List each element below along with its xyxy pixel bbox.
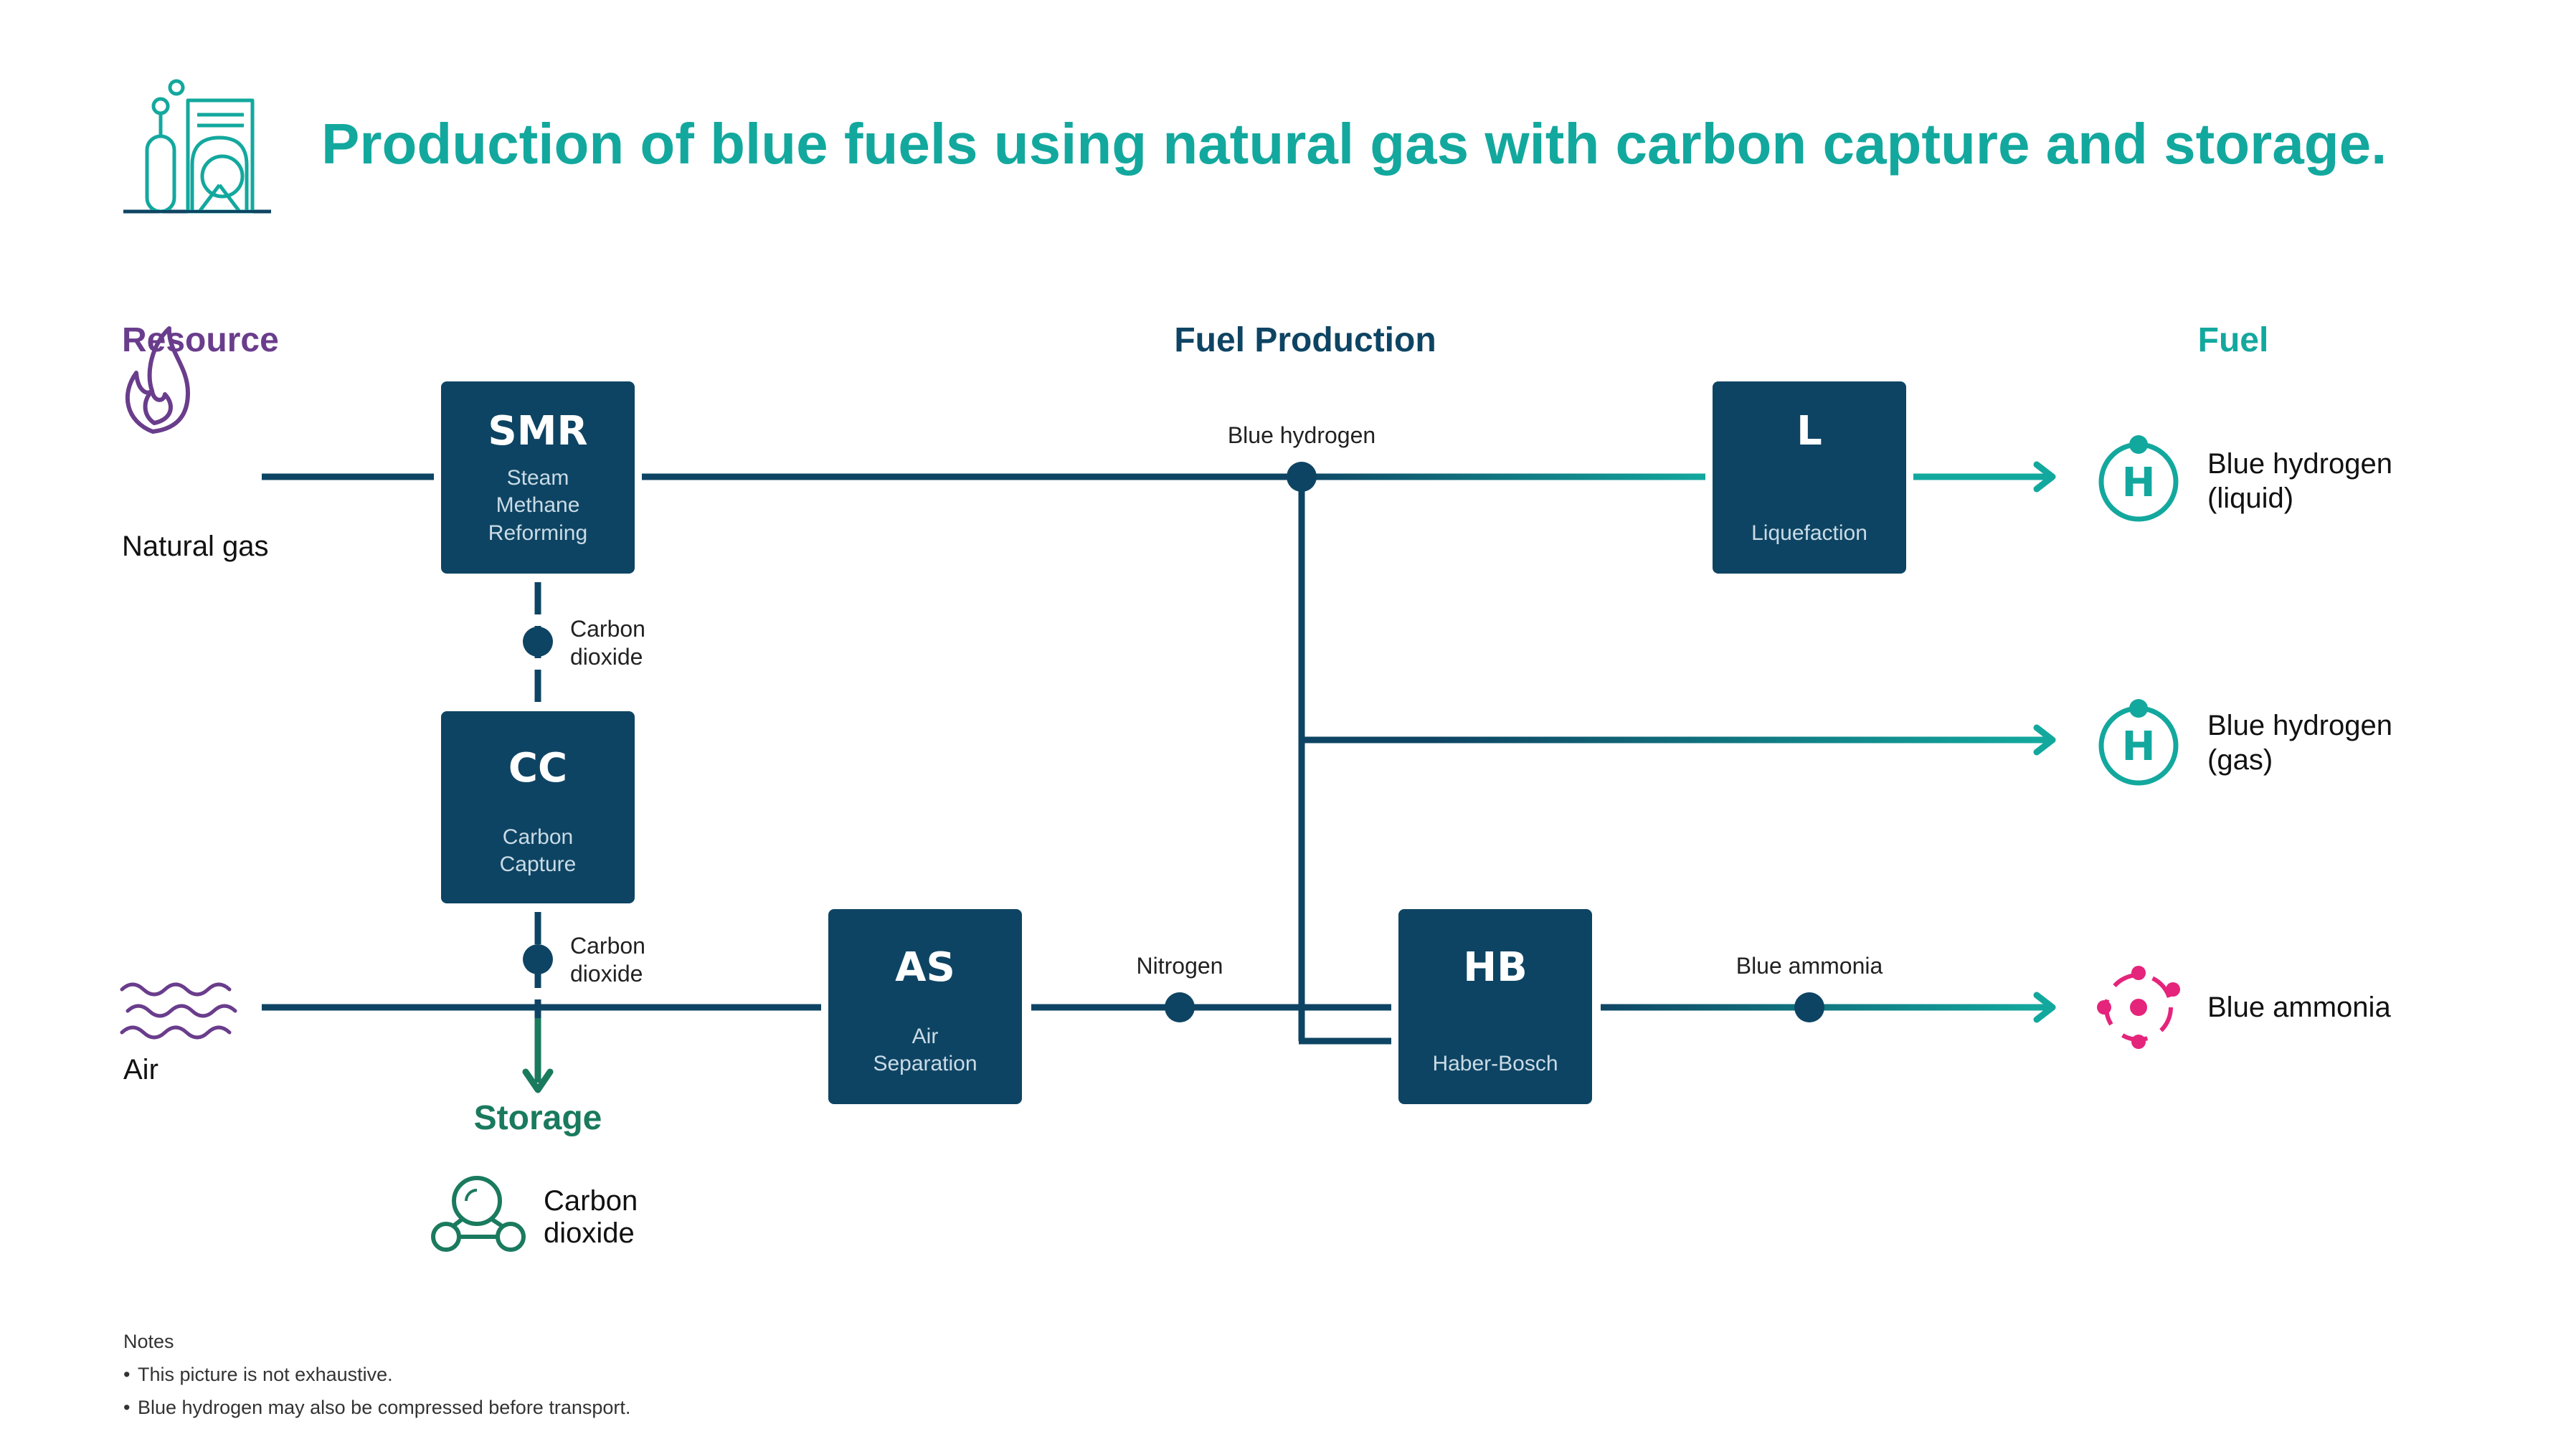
flame-icon — [125, 326, 190, 434]
process-box-as: AS Air Separation — [828, 909, 1022, 1104]
fuel-label-line: (liquid) — [2207, 483, 2293, 514]
process-label-line: Reforming — [488, 521, 587, 545]
notes-item: This picture is not exhaustive. — [138, 1364, 393, 1385]
dot-co2-2 — [523, 944, 553, 974]
process-box-l: L Liquefaction — [1713, 381, 1906, 574]
notes-bullet: • — [123, 1364, 130, 1385]
process-label-line: Air — [912, 1025, 939, 1048]
process-code: AS — [895, 944, 955, 991]
flow-label-blue-ammonia: Blue ammonia — [1736, 953, 1883, 979]
molecule-icon — [431, 1176, 526, 1252]
arrowheads — [522, 461, 2056, 1093]
column-heading-production: Fuel Production — [1174, 321, 1436, 359]
dot-co2-1 — [523, 627, 553, 657]
process-label-line: Steam — [507, 466, 569, 490]
flow-label-co2-line: Carbon — [570, 933, 645, 959]
column-heading-resource: Resource — [122, 321, 279, 359]
flow-lines — [262, 473, 2051, 1083]
flow-label-co2-line: Carbon — [570, 616, 645, 642]
process-box-hb: HB Haber-Bosch — [1398, 909, 1592, 1104]
process-box-cc: CC Carbon Capture — [441, 711, 635, 903]
process-code: CC — [508, 745, 567, 792]
fuel-label-line: (gas) — [2207, 744, 2273, 776]
flow-label-blue-hydrogen: Blue hydrogen — [1228, 422, 1375, 448]
notes-bullet: • — [123, 1397, 130, 1418]
ammonia-atom-icon — [2097, 966, 2180, 1049]
process-label-line: Methane — [496, 493, 580, 517]
resource-label-air: Air — [123, 1054, 158, 1085]
hydrogen-atom-icon: H — [2098, 435, 2179, 522]
process-label-line: Liquefaction — [1751, 521, 1867, 545]
arrow-storage — [522, 1068, 554, 1093]
svg-text:H: H — [2122, 723, 2156, 770]
dot-blue-ammonia — [1794, 992, 1824, 1022]
process-code: HB — [1463, 944, 1528, 991]
process-label-line: Carbon — [503, 825, 573, 849]
fuel-label-line: Blue hydrogen — [2207, 448, 2392, 480]
process-box-smr: SMR Steam Methane Reforming — [441, 381, 635, 574]
process-label-line: Capture — [500, 852, 577, 876]
arrow-hydrogen-liquid — [2033, 461, 2056, 493]
notes-item: Blue hydrogen may also be compressed bef… — [138, 1397, 630, 1418]
flow-label-nitrogen: Nitrogen — [1137, 953, 1223, 979]
fuel-label-ammonia: Blue ammonia — [2207, 992, 2391, 1023]
hydrogen-atom-icon: H — [2098, 699, 2179, 786]
notes-heading: Notes — [123, 1331, 174, 1352]
arrow-ammonia — [2033, 992, 2056, 1023]
process-label-line: Separation — [873, 1052, 977, 1075]
flow-label-co2-line: dioxide — [570, 644, 643, 670]
fuel-label-line: Blue hydrogen — [2207, 710, 2392, 741]
svg-text:H: H — [2122, 460, 2156, 506]
flow-label-co2-line: dioxide — [570, 961, 643, 987]
air-waves-icon — [120, 982, 237, 1040]
process-label-line: Haber-Bosch — [1432, 1052, 1558, 1075]
column-heading-fuel: Fuel — [2198, 321, 2269, 359]
refinery-icon — [123, 79, 271, 214]
dot-blue-hydrogen — [1287, 462, 1317, 492]
dot-nitrogen — [1165, 992, 1195, 1022]
storage-item-line: Carbon — [544, 1185, 638, 1217]
arrow-hydrogen-gas — [2033, 724, 2056, 756]
resource-label-natural-gas: Natural gas — [122, 531, 269, 562]
junction-dots — [523, 462, 1824, 1022]
page-title: Production of blue fuels using natural g… — [321, 112, 2387, 176]
storage-label: Storage — [474, 1099, 602, 1137]
process-code: L — [1796, 408, 1822, 455]
process-code: SMR — [488, 408, 587, 455]
storage-item-line: dioxide — [544, 1217, 635, 1249]
